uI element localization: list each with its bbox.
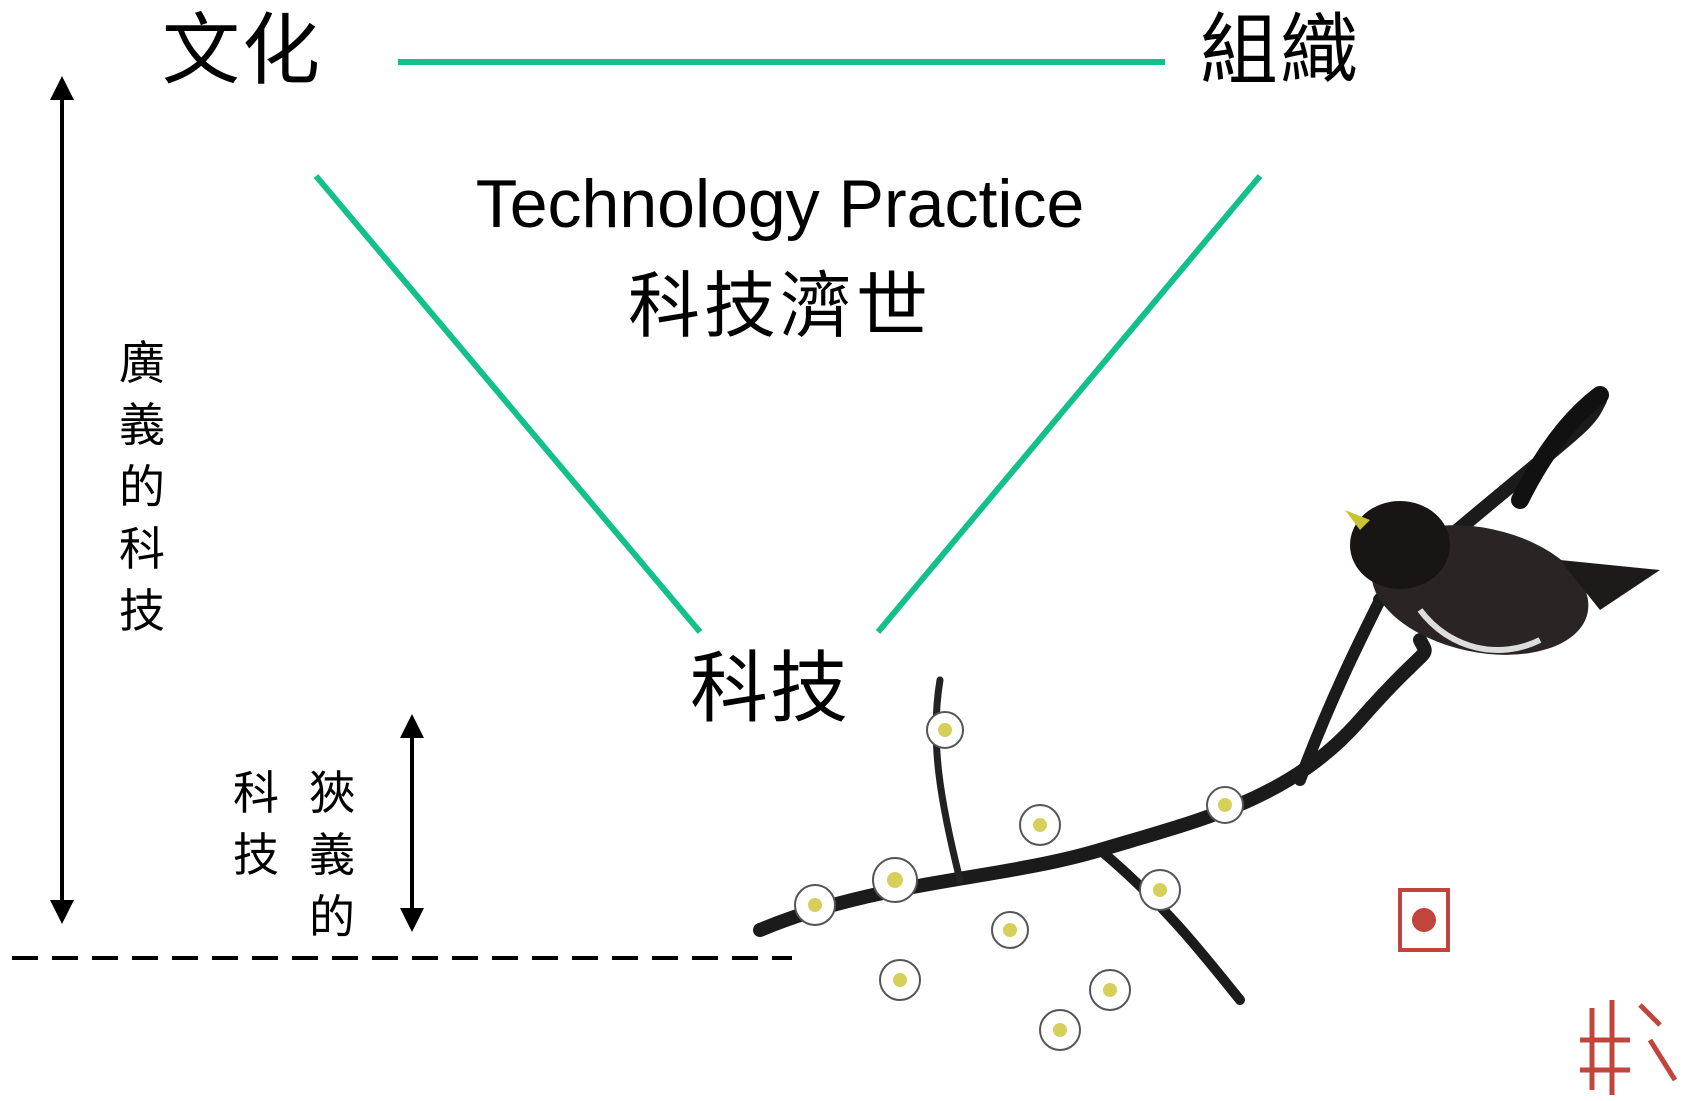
node-culture: 文化 bbox=[162, 6, 323, 96]
broad-char: 的 bbox=[119, 460, 165, 514]
red-seal-small bbox=[1398, 888, 1450, 952]
red-seal-mark bbox=[1412, 908, 1436, 932]
narrow-technology-label-col2: 科 技 bbox=[230, 762, 282, 886]
narrow-char: 義 bbox=[309, 828, 355, 882]
red-seal-large bbox=[1580, 1000, 1678, 1095]
broad-technology-label: 廣 義 的 科 技 bbox=[116, 332, 168, 642]
bird-branch-painting bbox=[753, 386, 1660, 1051]
broad-char: 技 bbox=[119, 584, 165, 638]
broad-char: 科 bbox=[119, 522, 165, 576]
center-title-chinese: 科技濟世 bbox=[627, 264, 932, 348]
node-organization: 組織 bbox=[1200, 6, 1361, 96]
broad-char: 義 bbox=[119, 398, 165, 452]
narrow-char: 的 bbox=[309, 890, 355, 944]
broad-char: 廣 bbox=[119, 336, 165, 390]
node-technology: 科技 bbox=[690, 644, 851, 734]
edge-organization-technology bbox=[875, 174, 1263, 634]
narrow-char: 科 bbox=[233, 766, 279, 820]
center-title-english: Technology Practice bbox=[475, 166, 1085, 242]
narrow-technology-label-col1: 狹 義 的 bbox=[306, 762, 358, 948]
narrow-char: 技 bbox=[233, 828, 279, 882]
edge-culture-technology bbox=[313, 174, 703, 634]
narrow-char: 狹 bbox=[309, 766, 355, 820]
